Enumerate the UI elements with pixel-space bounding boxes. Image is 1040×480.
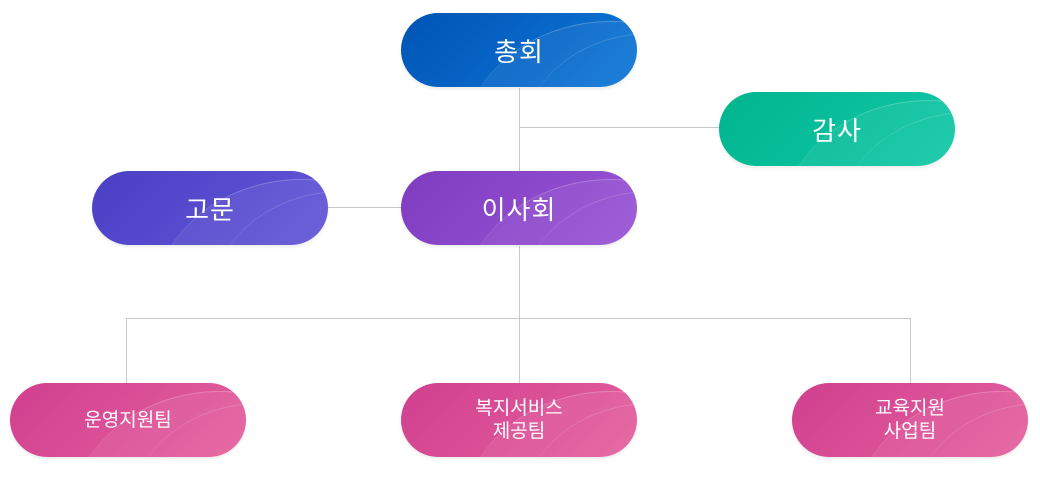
node-label: 고문 bbox=[185, 195, 235, 226]
node-board-of-directors: 이사회 bbox=[401, 171, 637, 245]
node-audit: 감사 bbox=[719, 92, 955, 166]
connector-board-down bbox=[519, 246, 520, 384]
node-label: 복지서비스 제공팀 bbox=[475, 397, 562, 443]
connector-advisor bbox=[328, 207, 402, 208]
connector-team-bus bbox=[126, 318, 911, 319]
connector-audit bbox=[519, 127, 720, 128]
connector-team-3 bbox=[910, 318, 911, 384]
node-operations-support-team: 운영지원팀 bbox=[10, 383, 246, 457]
node-label: 감사 bbox=[812, 116, 862, 147]
node-label: 이사회 bbox=[481, 195, 557, 226]
node-label-line: 복지서비스 bbox=[475, 397, 563, 419]
node-label-line: 운영지원팀 bbox=[84, 408, 172, 431]
node-label: 운영지원팀 bbox=[84, 409, 171, 432]
connector-assembly-board bbox=[519, 88, 520, 172]
node-general-assembly: 총회 bbox=[401, 13, 637, 87]
node-label: 총회 bbox=[494, 37, 544, 68]
node-advisor: 고문 bbox=[92, 171, 328, 245]
node-label-line: 교육지원 bbox=[875, 397, 945, 419]
node-label: 교육지원 사업팀 bbox=[875, 397, 945, 443]
node-welfare-service-team: 복지서비스 제공팀 bbox=[401, 383, 637, 457]
node-education-support-team: 교육지원 사업팀 bbox=[792, 383, 1028, 457]
node-label-line: 사업팀 bbox=[883, 420, 937, 442]
node-label-line: 제공팀 bbox=[492, 420, 546, 442]
connector-team-1 bbox=[126, 318, 127, 384]
